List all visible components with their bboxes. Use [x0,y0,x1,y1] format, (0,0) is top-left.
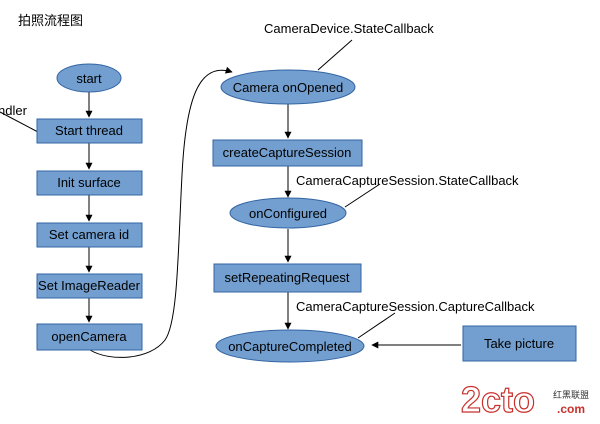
node-take-picture: Take picture [462,325,577,362]
handler-connector [0,111,39,133]
diagram-title: 拍照流程图 [18,14,84,29]
node-start-thread-label: Start thread [55,123,123,138]
label-session-state-callback: CameraCaptureSession.StateCallback [296,173,519,188]
node-set-camera-id-label: Set camera id [49,227,129,242]
node-start: start [56,63,122,93]
node-create-capture-session: createCaptureSession [212,139,363,167]
node-on-capture-completed: onCaptureCompleted [215,329,365,363]
leader-device-callback [317,39,353,71]
node-set-image-reader: Set ImageReader [36,273,143,299]
node-start-thread: Start thread [36,118,143,144]
node-init-surface-label: Init surface [57,175,121,190]
watermark-domain: .com [557,402,585,416]
node-take-picture-label: Take picture [484,336,554,351]
node-open-camera-label: openCamera [51,329,127,344]
watermark-logo: 2cto 红黑联盟 .com [460,378,589,420]
node-camera-onopened-label: Camera onOpened [233,80,344,95]
label-handler-fragment: ndler [0,103,28,118]
label-capture-callback: CameraCaptureSession.CaptureCallback [296,299,535,314]
leader-session-state-callback [344,183,381,208]
edge-opencamera-to-onopened [89,66,233,358]
node-set-image-reader-label: Set ImageReader [38,278,141,293]
node-on-capture-completed-label: onCaptureCompleted [228,339,352,354]
node-start-label: start [76,71,102,86]
node-on-configured-label: onConfigured [249,206,327,221]
watermark-chinese: 红黑联盟 [553,389,589,401]
node-set-camera-id: Set camera id [36,222,143,248]
node-init-surface: Init surface [36,170,143,196]
connector-lines [0,39,461,358]
node-create-capture-session-label: createCaptureSession [223,145,352,160]
leader-capture-callback [357,312,396,339]
node-set-repeating-request-label: setRepeatingRequest [224,270,349,285]
node-open-camera: openCamera [36,323,143,351]
node-set-repeating-request: setRepeatingRequest [213,263,362,293]
label-device-callback: CameraDevice.StateCallback [264,21,434,36]
watermark-brand: 2cto [461,379,535,420]
node-on-configured: onConfigured [229,197,347,229]
node-camera-onopened: Camera onOpened [220,69,356,105]
